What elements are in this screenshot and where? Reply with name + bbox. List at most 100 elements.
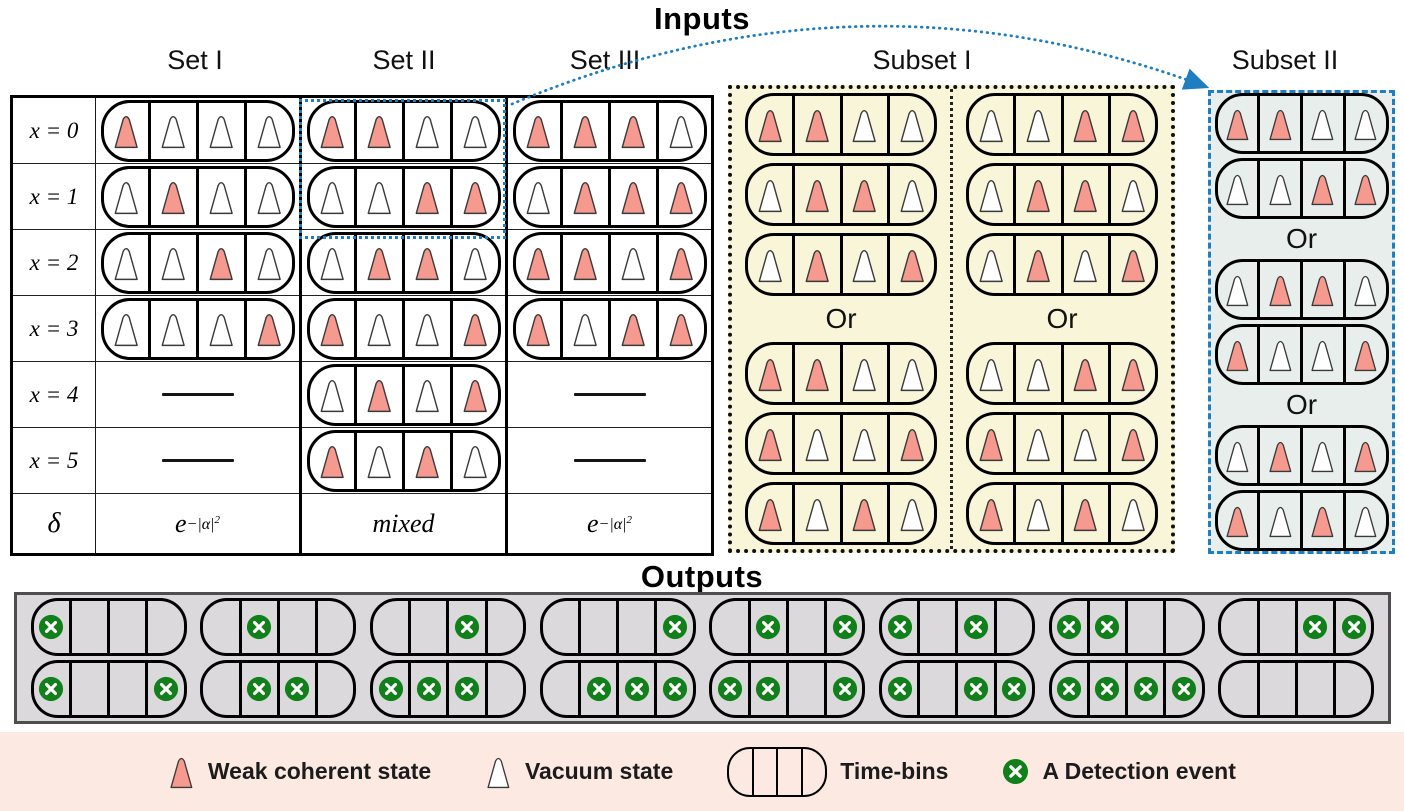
time-bin: [1260, 96, 1303, 151]
time-bin: [748, 236, 796, 293]
time-bin: [151, 300, 199, 357]
weak-coherent-pulse-icon: [368, 379, 392, 412]
time-bin: [748, 485, 796, 542]
time-bins-capsule: [512, 165, 707, 228]
delta-base: mixed: [372, 508, 435, 538]
time-bin: [453, 367, 498, 423]
time-bins-capsule: [966, 93, 1158, 156]
detection-event-icon: [963, 676, 989, 701]
time-bins-capsule: [966, 163, 1158, 226]
delta-base: e: [174, 508, 187, 538]
time-bin: [969, 166, 1017, 223]
time-bin: [72, 662, 111, 715]
time-bin: [1111, 345, 1155, 402]
time-bin: [920, 601, 959, 654]
detection-event-icon: [247, 615, 272, 640]
time-bin: [373, 601, 412, 654]
time-bins-capsule: [539, 598, 696, 657]
time-bin: [310, 366, 358, 423]
vacuum-pulse-icon: [979, 249, 1003, 282]
time-bin: [411, 662, 450, 715]
detection-event-icon: [1341, 615, 1366, 640]
time-bin: [1090, 601, 1129, 654]
capsule-group: [745, 342, 937, 545]
weak-coherent-pulse-icon: [1354, 340, 1377, 371]
vacuum-pulse-icon: [162, 247, 186, 280]
time-bin: [712, 601, 751, 654]
weak-coherent-pulse-icon: [170, 757, 193, 788]
time-bin: [958, 662, 997, 715]
column-set3: e−|α|2: [505, 98, 711, 553]
vacuum-pulse-icon: [209, 313, 233, 346]
weak-coherent-pulse-icon: [853, 498, 877, 531]
vacuum-pulse-icon: [1026, 498, 1050, 531]
time-bin: [581, 601, 620, 654]
weak-coherent-pulse-icon: [320, 313, 344, 346]
time-bins-capsule: [709, 659, 866, 718]
time-bin: [789, 662, 828, 715]
detection-event-icon: [1171, 676, 1197, 701]
delta-exponent: −|α|: [186, 515, 215, 533]
legend-label: Vacuum state: [524, 758, 674, 784]
weak-coherent-pulse-icon: [758, 498, 782, 531]
weak-coherent-pulse-icon: [621, 115, 645, 148]
weak-coherent-pulse-icon: [209, 247, 233, 280]
vacuum-pulse-icon: [1269, 506, 1292, 537]
selection-rect: [299, 99, 506, 239]
vacuum-pulse-icon: [900, 358, 924, 391]
time-bin: [543, 601, 581, 654]
row-labels-column: x = 0 x = 1 x = 2 x = 3 x = 4 x = 5 δ: [13, 98, 95, 553]
weak-coherent-pulse-icon: [979, 428, 1003, 461]
time-bin: [310, 234, 358, 291]
detection-event-icon: [832, 615, 857, 640]
weak-coherent-pulse-icon: [853, 179, 877, 212]
time-bins-capsule: [100, 231, 295, 294]
weak-coherent-pulse-icon: [320, 115, 344, 148]
weak-coherent-pulse-icon: [526, 115, 550, 148]
subset1-left-column: Or: [732, 89, 950, 549]
detection-event-icon: [832, 676, 857, 701]
header-subset1: Subset I: [872, 45, 972, 75]
time-bins-capsule: [306, 231, 501, 294]
row-label: x = 3: [13, 296, 95, 362]
time-bin: [247, 301, 292, 357]
time-bin: [890, 236, 934, 293]
vacuum-pulse-icon: [1074, 428, 1098, 461]
input-cell: [302, 296, 505, 362]
delta-value-set1: e−|α|2: [96, 494, 299, 553]
vacuum-pulse-icon: [1226, 275, 1249, 306]
time-bin: [563, 300, 611, 357]
vacuum-pulse-icon: [758, 179, 782, 212]
vacuum-pulse-icon: [1354, 275, 1377, 306]
time-bins-capsule: [709, 598, 866, 657]
time-bins-capsule: [306, 297, 501, 360]
row-label: x = 1: [13, 164, 95, 230]
vacuum-pulse-icon: [368, 181, 392, 214]
time-bin: [516, 234, 564, 291]
time-bin: [1221, 601, 1260, 654]
time-bin: [34, 662, 72, 715]
time-bins-capsule: [100, 99, 295, 162]
time-bin: [1218, 161, 1261, 216]
time-bin: [1260, 428, 1303, 483]
vacuum-pulse-icon: [1269, 174, 1292, 205]
weak-coherent-pulse-icon: [669, 313, 693, 346]
vacuum-pulse-icon: [162, 115, 186, 148]
vacuum-pulse-icon: [853, 109, 877, 142]
time-bin: [247, 169, 292, 225]
time-bin: [958, 601, 997, 654]
time-bin: [1298, 601, 1336, 654]
time-bin: [104, 234, 152, 291]
row-label: x = 0: [13, 98, 95, 164]
time-bin: [1260, 601, 1298, 654]
time-bin: [882, 601, 921, 654]
detection-event-icon: [285, 676, 310, 701]
time-bin: [1303, 493, 1346, 548]
time-bins-capsule: [1218, 598, 1375, 657]
time-bin: [882, 662, 921, 715]
time-bin: [310, 102, 358, 159]
time-bin: [890, 345, 934, 402]
input-cell: [508, 428, 711, 494]
time-bin: [1064, 236, 1111, 293]
time-bins-capsule: [745, 233, 937, 296]
